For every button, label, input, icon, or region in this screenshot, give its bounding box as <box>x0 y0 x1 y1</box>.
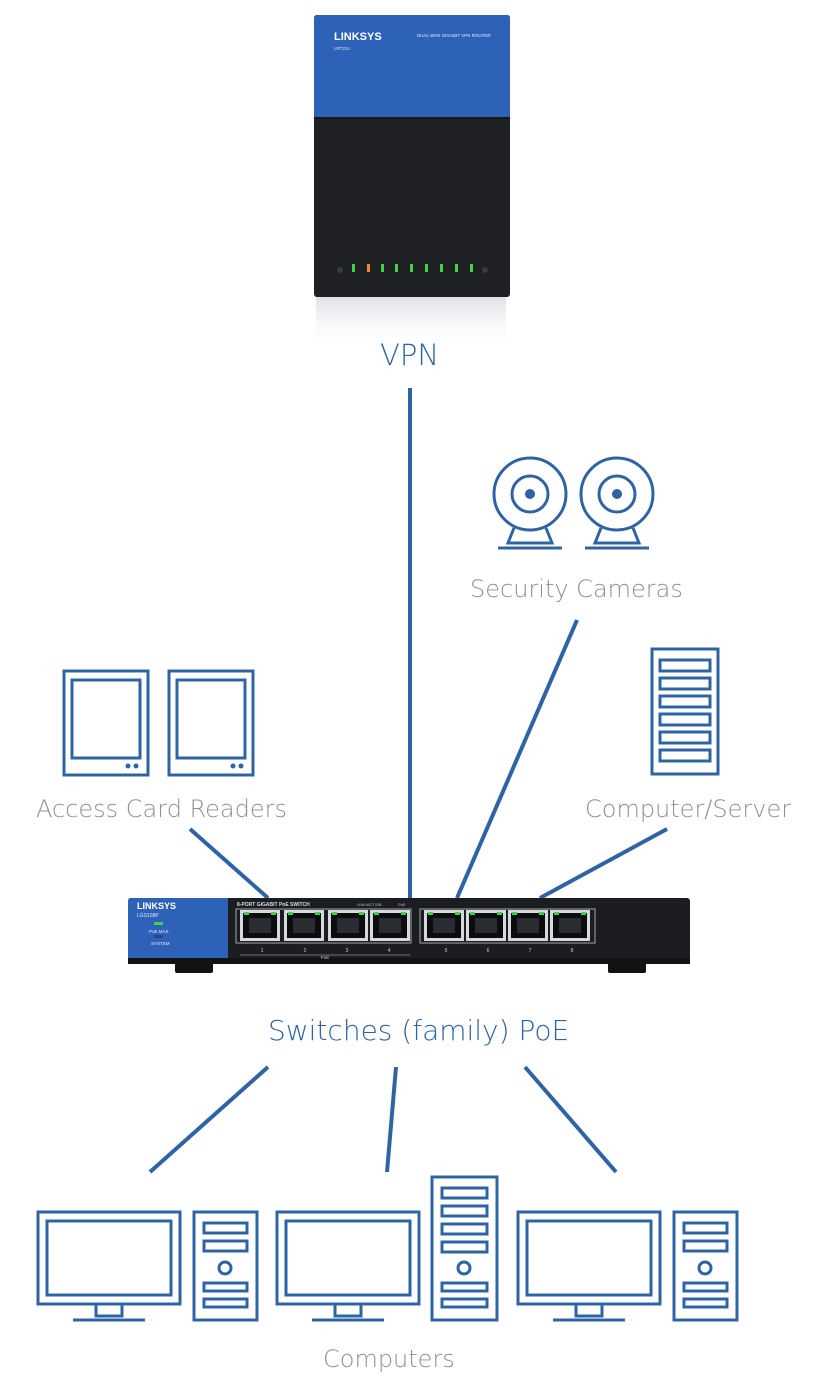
router-led <box>410 264 413 272</box>
switch-brand: LINKSYS <box>137 901 176 911</box>
router-led <box>425 264 428 272</box>
tower-icon <box>672 1210 739 1322</box>
switch-port-2[interactable] <box>284 910 324 941</box>
router-brand: LINKSYS <box>334 31 382 43</box>
port-number: 8 <box>571 948 574 954</box>
access-card-readers-icon <box>62 669 255 777</box>
router-led <box>352 264 355 272</box>
router-led <box>395 264 398 272</box>
tower-icon <box>430 1175 499 1322</box>
link-cardreaders-switch <box>188 827 270 900</box>
router-led <box>381 264 384 272</box>
link-server-switch <box>539 827 668 900</box>
switch-port-8[interactable] <box>550 910 590 941</box>
switch-led <box>154 922 163 925</box>
poe-switch: LINKSYS LGS108P PoE MAX SYSTEM 8-PORT GI… <box>128 898 690 973</box>
label-security-cameras: Security Cameras <box>470 575 683 603</box>
switch-port-numbers: 1 2 3 4 5 6 7 8 <box>261 948 574 954</box>
switch-led-label-poe-max: PoE MAX <box>149 929 169 934</box>
router-led <box>440 264 443 272</box>
switch-port-5[interactable] <box>424 910 464 941</box>
link-switch-computer-right <box>523 1065 618 1174</box>
router-led-panel <box>337 264 488 273</box>
computer-right <box>516 1210 739 1322</box>
computer-center <box>275 1175 499 1322</box>
switch-port-3[interactable] <box>328 910 368 941</box>
computers-icon <box>36 1175 739 1322</box>
card-reader-icon <box>167 669 255 777</box>
router-subtitle: DUAL WAN GIGABIT VPN ROUTER <box>417 33 491 38</box>
switch-port-1[interactable] <box>240 910 280 941</box>
port-number: 7 <box>529 948 532 954</box>
switch-led <box>154 935 163 938</box>
card-reader-icon <box>62 669 150 777</box>
port-number: 3 <box>346 948 349 954</box>
server-icon <box>650 647 720 776</box>
monitor-icon <box>36 1210 182 1322</box>
link-switch-computer-left <box>148 1065 270 1174</box>
switch-port-6[interactable] <box>466 910 506 941</box>
switch-poe-group-label: PoE <box>321 955 330 960</box>
port-number: 2 <box>304 948 307 954</box>
port-number: 4 <box>388 948 391 954</box>
label-switch: Switches (family) PoE <box>268 1014 570 1047</box>
monitor-icon <box>275 1210 421 1322</box>
router-led <box>470 264 473 272</box>
switch-port-7[interactable] <box>508 910 548 941</box>
camera-icon <box>579 456 655 550</box>
monitor-icon <box>516 1210 662 1322</box>
label-computers: Computers <box>323 1345 455 1373</box>
label-computer-server: Computer/Server <box>585 795 792 823</box>
switch-title: 8-PORT GIGABIT PoE SWITCH <box>237 902 310 908</box>
computer-left <box>36 1210 259 1322</box>
link-switch-computer-center <box>385 1066 398 1173</box>
camera-icon <box>492 456 568 550</box>
router-model: LRT224 <box>334 46 350 51</box>
connection-lines <box>148 388 668 1174</box>
switch-ports <box>240 910 590 941</box>
router-led <box>455 264 458 272</box>
tower-icon <box>192 1210 259 1322</box>
switch-model: LGS108P <box>137 913 159 919</box>
vpn-router: LINKSYS LRT224 DUAL WAN GIGABIT VPN ROUT… <box>314 15 510 351</box>
link-cameras-switch <box>455 619 579 899</box>
label-access-card-readers: Access Card Readers <box>36 795 288 823</box>
switch-led-label-system: SYSTEM <box>151 941 170 946</box>
port-number: 5 <box>445 948 448 954</box>
router-led <box>367 264 370 272</box>
switch-poe-label: PoE <box>398 902 406 907</box>
port-number: 6 <box>487 948 490 954</box>
port-number: 1 <box>261 948 264 954</box>
security-cameras-icon <box>492 456 655 550</box>
label-vpn: VPN <box>380 338 440 372</box>
switch-link-label: LINK/ACT/DB <box>357 902 382 907</box>
switch-port-4[interactable] <box>370 910 410 941</box>
